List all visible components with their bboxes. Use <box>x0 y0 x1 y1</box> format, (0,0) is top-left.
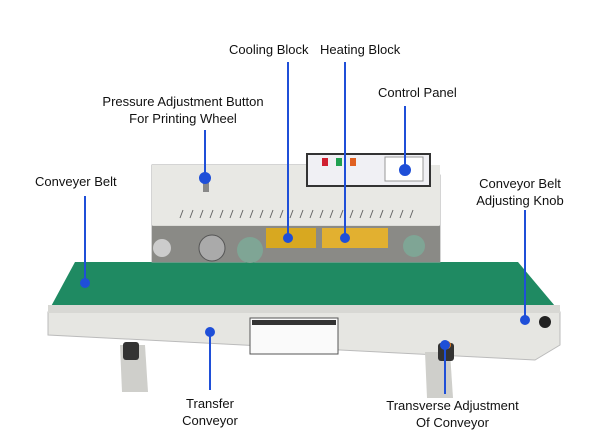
cooling-dot <box>283 233 293 243</box>
label-pressure-line1: Pressure Adjustment Button <box>102 94 264 109</box>
label-knob-line2: Adjusting Knob <box>476 193 564 208</box>
label-transverse-line2: Of Conveyor <box>416 415 489 430</box>
transverse-dot <box>440 340 450 350</box>
label-pressure-button: Pressure Adjustment Button For Printing … <box>98 93 268 127</box>
label-pressure-line2: For Printing Wheel <box>129 111 237 126</box>
label-knob-line1: Conveyor Belt <box>479 176 561 191</box>
heating-block <box>322 228 388 248</box>
label-transfer-line2: Conveyor <box>182 413 238 428</box>
pressure-dot <box>199 172 211 184</box>
pointer-lines <box>80 62 530 394</box>
transfer-dot <box>205 327 215 337</box>
label-conveyer-belt: Conveyer Belt <box>35 174 117 189</box>
conveyor-belt <box>48 262 560 312</box>
label-heating-block: Heating Block <box>320 42 401 57</box>
label-transfer-line1: Transfer <box>186 396 234 411</box>
heating-dot <box>340 233 350 243</box>
belt-dot <box>80 278 90 288</box>
knob-dot <box>520 315 530 325</box>
label-transverse-line1: Transverse Adjustment <box>386 398 519 413</box>
label-cooling-block: Cooling Block <box>229 42 309 57</box>
panel-dot <box>399 164 411 176</box>
label-adjusting-knob: Conveyor Belt Adjusting Knob <box>474 175 566 209</box>
label-control-panel: Control Panel <box>378 85 457 100</box>
label-transverse-adjustment: Transverse Adjustment Of Conveyor <box>380 397 525 431</box>
label-transfer-conveyor: Transfer Conveyor <box>180 395 240 429</box>
